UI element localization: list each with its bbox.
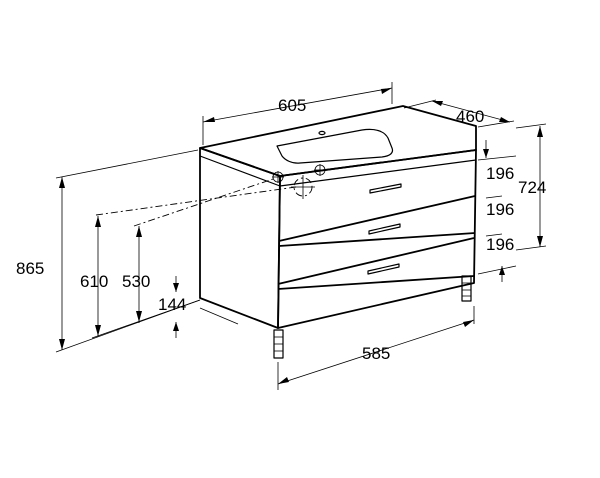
dim-605-label: 605: [278, 96, 306, 115]
washbasin-bowl: [276, 128, 394, 164]
vanity-cabinet: [199, 105, 477, 359]
supply-centerline: [133, 177, 277, 227]
dimension-total-height: 865: [16, 149, 201, 353]
dimension-drawers: 196 196 196: [477, 140, 517, 282]
dim-drawer-3-label: 196: [486, 235, 514, 254]
dim-610-label: 610: [80, 272, 108, 291]
drawer-divider-3: [277, 237, 475, 285]
dim-144-label: 144: [158, 295, 186, 314]
dim-530-label: 530: [122, 272, 150, 291]
drawer-divider-4: [277, 275, 475, 290]
dimension-top-width: 605: [202, 82, 393, 145]
countertop-front-edge: [279, 159, 477, 187]
dimension-depth: 460: [403, 99, 515, 128]
dimension-leg-height: 144: [158, 276, 186, 338]
dimension-body-height: 724: [515, 123, 546, 251]
dim-865-label: 865: [16, 259, 44, 278]
front-leg-right: [461, 275, 472, 302]
cabinet-front-face: [277, 149, 477, 329]
dimension-bottom-width: 585: [199, 306, 475, 390]
plumbing-points: [95, 164, 326, 227]
drain-centerline: [95, 186, 297, 216]
drawer-handle-top: [369, 183, 402, 194]
dim-724-label: 724: [518, 178, 546, 197]
dimension-drain-height: 610: [80, 216, 201, 339]
drawer-handle-middle: [368, 223, 401, 235]
dimension-supply-height: 530: [122, 226, 150, 323]
dim-drawer-2-label: 196: [486, 200, 514, 219]
tap-hole: [318, 130, 326, 136]
cabinet-left-side: [199, 147, 281, 329]
drawer-divider-1: [278, 195, 476, 242]
dim-585-label: 585: [362, 344, 390, 363]
drawer-handle-bottom: [367, 263, 400, 275]
dim-drawer-1-label: 196: [486, 164, 514, 183]
dim-460-label: 460: [456, 107, 484, 126]
drawer-divider-2: [278, 232, 476, 247]
